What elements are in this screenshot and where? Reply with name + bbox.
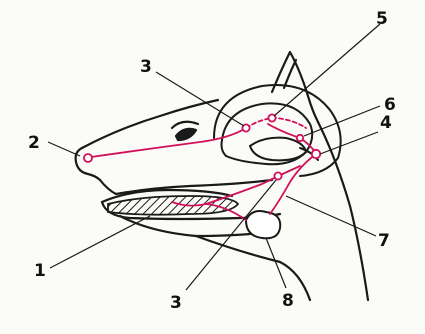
callout-label-3-top: 3 xyxy=(140,57,152,77)
efferent-nerve-path-7 xyxy=(270,154,316,214)
dog-head-outline xyxy=(76,52,368,300)
neck-outline xyxy=(318,122,368,300)
eye-icon xyxy=(176,129,196,140)
nose-outline xyxy=(76,148,100,180)
callout-label-5: 5 xyxy=(376,9,388,29)
neuron-nodes xyxy=(84,114,320,179)
callout-label-1: 1 xyxy=(34,261,46,281)
nose-receptor xyxy=(84,154,92,162)
callout-lines xyxy=(48,24,380,290)
callout-label-8: 8 xyxy=(282,291,294,311)
callout-label-7: 7 xyxy=(378,231,390,251)
leader-7 xyxy=(286,196,376,236)
callout-label-2: 2 xyxy=(28,133,40,153)
ear-inner-outline xyxy=(284,60,296,88)
upper-lip-outline xyxy=(100,180,272,194)
callout-labels: 1 2 3 3 4 5 6 7 8 xyxy=(28,9,396,313)
parotid-gland xyxy=(246,211,280,238)
ganglion-3 xyxy=(274,172,281,179)
subcortical-neuron-6 xyxy=(297,135,303,141)
leader-1 xyxy=(50,216,150,268)
callout-label-6: 6 xyxy=(384,95,396,115)
callout-label-3-bottom: 3 xyxy=(170,293,182,313)
leader-5 xyxy=(274,24,380,116)
leader-6 xyxy=(304,106,380,136)
leader-2 xyxy=(48,142,80,156)
callout-label-4: 4 xyxy=(380,113,392,133)
medulla-center-4 xyxy=(312,150,320,158)
brow-outline xyxy=(172,122,198,128)
